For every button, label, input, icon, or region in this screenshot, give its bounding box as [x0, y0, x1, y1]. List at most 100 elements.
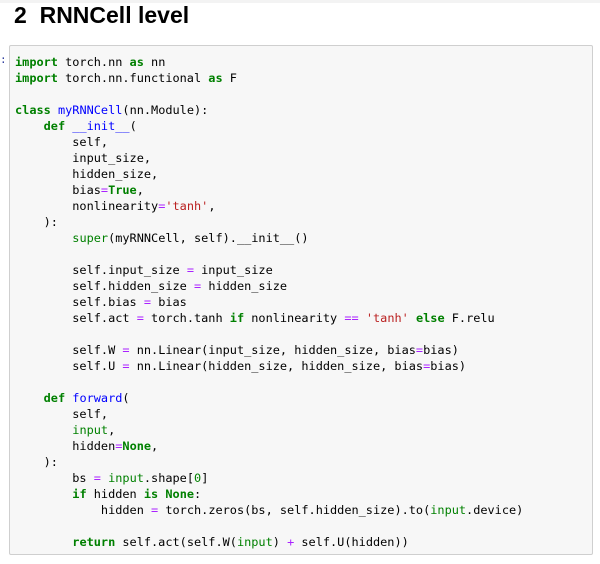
code-token: self.hidden_size — [15, 279, 194, 293]
code-token: torch.nn.functional — [57, 71, 209, 85]
code-token: self, — [15, 135, 109, 149]
section-heading: 2 RNNCell level — [14, 1, 189, 29]
code-line: self.bias = bias — [15, 294, 523, 310]
code-token: = — [423, 359, 431, 373]
code-line: bias=True, — [15, 182, 523, 198]
code-line: self.hidden_size = hidden_size — [15, 278, 523, 294]
code-token: 0 — [194, 471, 202, 485]
code-line: hidden=None, — [15, 438, 523, 454]
code-line — [15, 246, 523, 262]
code-token: input — [430, 503, 467, 517]
code-line: if hidden is None: — [15, 486, 523, 502]
code-token: hidden_size — [201, 279, 288, 293]
code-token: else — [415, 311, 445, 325]
code-token: bs — [15, 471, 94, 485]
code-token: import — [15, 55, 58, 69]
code-line: def __init__( — [15, 118, 523, 134]
code-token: , — [208, 199, 216, 213]
code-token: is — [143, 487, 159, 501]
code-token: myRNNCell — [57, 103, 123, 117]
code-token: self, — [15, 407, 109, 421]
code-token: ( — [129, 119, 137, 133]
cell-prompt: : — [0, 53, 7, 66]
code-token — [15, 535, 72, 549]
code-line: hidden = torch.zeros(bs, self.hidden_siz… — [15, 502, 523, 518]
code-token: bias) — [430, 359, 467, 373]
code-token: = — [136, 311, 144, 325]
code-token: input_size, — [15, 151, 152, 165]
code-token: , — [108, 423, 116, 437]
code-token: torch.nn — [57, 55, 130, 69]
code-token: = — [151, 503, 159, 517]
code-token: bias — [151, 295, 187, 309]
code-token: as — [129, 55, 144, 69]
code-line: super(myRNNCell, self).__init__() — [15, 230, 523, 246]
code-line — [15, 374, 523, 390]
code-line: self.act = torch.tanh if nonlinearity ==… — [15, 310, 523, 326]
code-token: bias — [15, 183, 101, 197]
code-token: () — [294, 231, 309, 245]
code-token: = — [186, 263, 194, 277]
code-token: input — [72, 423, 109, 437]
code-token: ( — [122, 391, 130, 405]
code-token: None — [165, 487, 195, 501]
code-token: if — [72, 487, 87, 501]
code-token — [15, 231, 72, 245]
code-token: = — [100, 183, 109, 197]
code-token: torch.tanh — [143, 311, 230, 325]
code-token: torch.zeros(bs, self.hidden_size).to( — [158, 503, 431, 517]
code-token: nn — [143, 55, 166, 69]
code-token: bias) — [423, 343, 459, 357]
code-token — [359, 311, 366, 325]
code-token: forward — [72, 391, 123, 405]
code-token: input — [236, 535, 273, 549]
code-token: def — [43, 119, 66, 133]
code-token: def — [43, 391, 66, 405]
code-token: super — [72, 231, 109, 245]
code-token: F — [222, 71, 237, 85]
code-token: None — [122, 439, 152, 453]
code-token: True — [108, 183, 137, 197]
code-token: ) — [272, 535, 288, 549]
code-token: nonlinearity — [15, 199, 159, 213]
code-token: 'tanh' — [165, 199, 209, 213]
code-token: F.relu — [444, 311, 495, 325]
code-token: , — [151, 439, 159, 453]
code-token: nn.Linear(hidden_size, hidden_size, bias — [129, 359, 424, 373]
code-token: (nn.Module): — [122, 103, 209, 117]
code-token: = — [122, 359, 130, 373]
code-token: self.act — [15, 311, 137, 325]
code-line: class myRNNCell(nn.Module): — [15, 102, 523, 118]
top-strip — [0, 0, 600, 3]
code-line: self.W = nn.Linear(input_size, hidden_si… — [15, 342, 523, 358]
code-token: = — [122, 343, 130, 357]
code-token: self.bias — [15, 295, 144, 309]
code-token: hidden — [15, 503, 152, 517]
code-token — [15, 423, 72, 437]
code-line: def forward( — [15, 390, 523, 406]
code-token: hidden — [15, 439, 116, 453]
code-line: input_size, — [15, 150, 523, 166]
code-token: = — [415, 343, 424, 357]
code-token: (myRNNCell, self). — [108, 231, 237, 245]
code-token: if — [229, 311, 245, 325]
code-token: = — [193, 279, 202, 293]
code-token: self.U — [15, 359, 123, 373]
code-line — [15, 86, 523, 102]
code-token: nonlinearity — [244, 311, 345, 325]
code-line: self, — [15, 134, 523, 150]
code-line — [15, 518, 523, 534]
code-line — [15, 326, 523, 342]
code-line: import torch.nn.functional as F — [15, 70, 523, 86]
code-line: bs = input.shape[0] — [15, 470, 523, 486]
code-token — [51, 103, 58, 117]
code-token: class — [15, 103, 51, 117]
section-number: 2 — [14, 2, 27, 28]
code-token: == — [344, 311, 359, 325]
code-token: __init__ — [72, 119, 130, 133]
code-token: self.U(hidden)) — [294, 535, 409, 549]
code-token: .device) — [466, 503, 524, 517]
code-token — [15, 487, 72, 501]
